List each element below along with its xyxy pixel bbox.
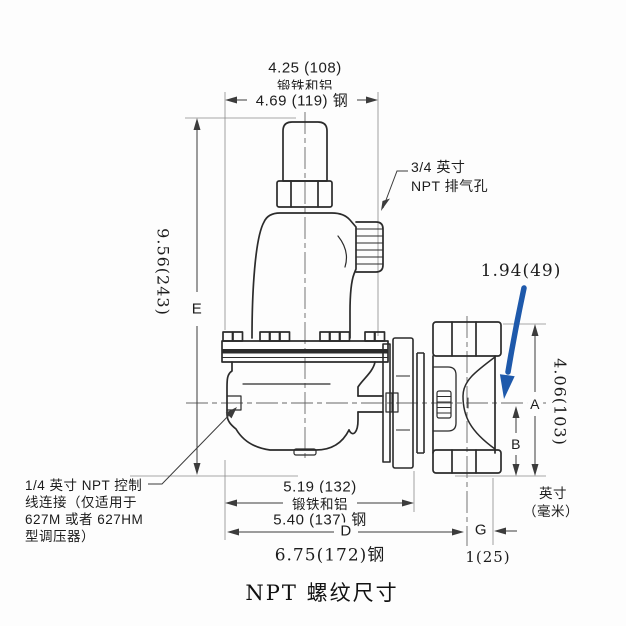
closing-cap: [282, 121, 328, 182]
dim-g-value: 1(25): [465, 548, 511, 566]
dim-letter-a: A: [527, 396, 543, 412]
centerlines: [186, 112, 546, 546]
units-label-line2: （毫米）: [523, 504, 579, 519]
vent-label-line2: NPT 排气孔: [411, 178, 489, 194]
control-note-line3: 627M 或者 627HM: [25, 512, 144, 527]
dimension-lines: [148, 99, 536, 533]
dim-letter-b: B: [508, 436, 524, 452]
top-dim-iron-aluminum-value: 4.25 (108): [268, 59, 342, 77]
lower-union-nut: [432, 449, 502, 474]
drain-tab: [293, 448, 317, 456]
control-note-line2: 线连接（仅适用于: [25, 495, 137, 510]
lower-casing: [226, 361, 350, 451]
units-label-line1: 英寸: [539, 486, 567, 501]
diaphragm-line: [222, 349, 388, 354]
bottom-dim-material-label: 锻铁和铝: [289, 493, 351, 513]
blue-callout-arrow-icon: [499, 285, 527, 399]
hex-nut: [276, 180, 333, 208]
drawing-title: NPT 螺纹尺寸: [245, 581, 399, 605]
right-height-dim-value: 4.06(103): [550, 358, 570, 446]
extension-lines: [130, 92, 546, 545]
bottom-dim-iron-aluminum-value: 5.19 (132): [283, 478, 357, 496]
vent-label-line1: 3/4 英寸: [411, 159, 466, 175]
valve-body: [432, 321, 502, 474]
spring-case: [251, 212, 357, 339]
height-dim-value: 9.56(243): [153, 228, 173, 316]
vent-boss: [355, 221, 384, 273]
flange-disc: [392, 337, 414, 469]
dim-letter-g: G: [471, 521, 491, 539]
pipe-threads: [436, 390, 452, 419]
outlet-flange-stack: [382, 337, 425, 469]
top-dim-steel-value: 4.69 (119) 钢: [252, 89, 352, 111]
control-note-line4: 型调压器）: [25, 529, 95, 544]
regulator-actuator: [221, 121, 389, 456]
bottom-dim-steel-overall-value: 6.75(172)钢: [274, 545, 386, 566]
offset-dim-value: 1.94(49): [480, 261, 562, 281]
control-note-line1: 1/4 英寸 NPT 控制: [25, 478, 143, 493]
height-dim-letter-e: E: [188, 300, 206, 318]
body-flange-ring: [382, 343, 391, 463]
arrowheads: [193, 96, 539, 536]
flange-bolts: [222, 331, 386, 342]
upper-union-nut: [432, 321, 502, 357]
dim-letter-d: D: [337, 522, 355, 540]
